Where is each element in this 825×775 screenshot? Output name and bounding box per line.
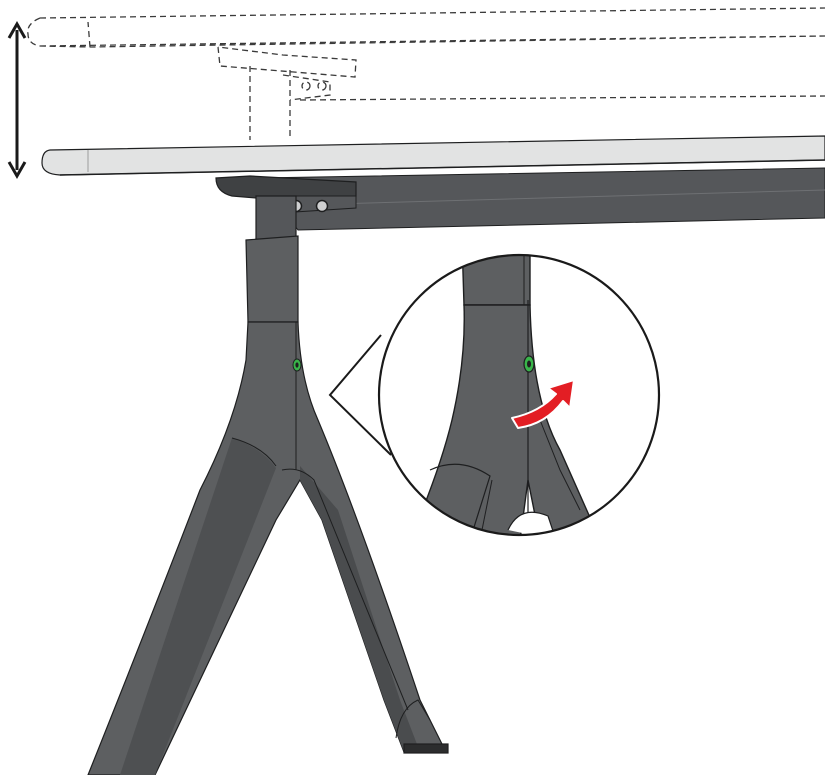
up-down-arrow-icon: [7, 20, 27, 180]
zoom-detail-circle: [377, 253, 661, 537]
raised-frame-outline: [217, 46, 825, 140]
raised-tabletop-outline: [27, 7, 825, 48]
rotate-arrow-icon: [511, 379, 575, 429]
foot-glide: [403, 743, 449, 754]
adjustment-knob-icon: [292, 358, 302, 372]
raised-bolt-outline: [301, 81, 311, 91]
leg-upper-column: [255, 195, 297, 241]
leg-telescopic-section: [245, 235, 299, 323]
desk-leg: [87, 195, 449, 775]
raised-bolt-outline: [317, 81, 327, 91]
raised-position-outline: [27, 7, 825, 140]
callout-pointer: [328, 334, 392, 456]
tabletop: [41, 135, 825, 231]
zoom-adjustment-knob-icon: [523, 355, 535, 373]
bolt-icon: [315, 199, 329, 213]
